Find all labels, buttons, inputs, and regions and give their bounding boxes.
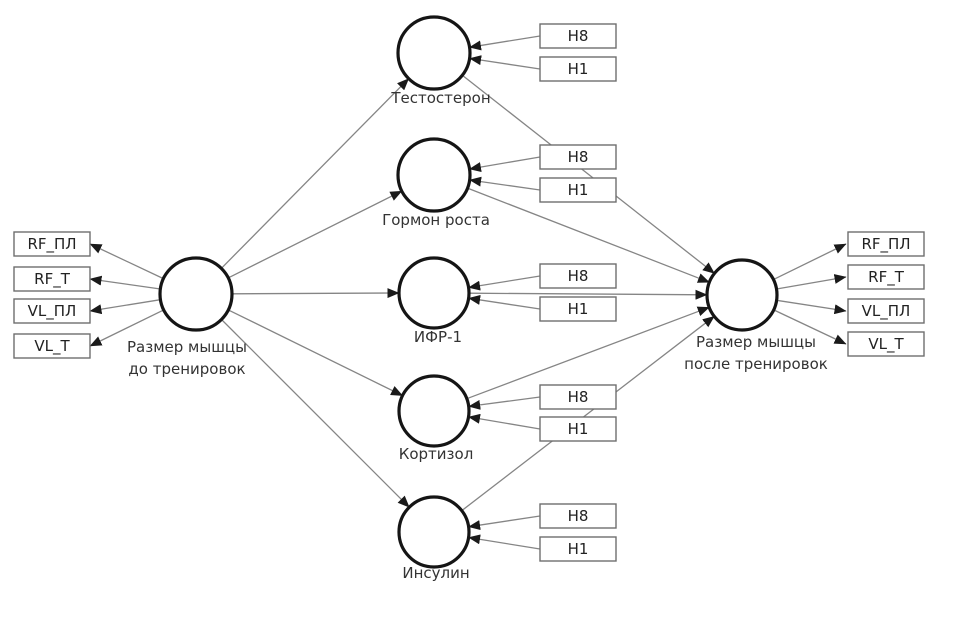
indicator-box — [539, 56, 617, 82]
latent-label-after-line2: после тренировок — [684, 355, 828, 373]
indicator-box — [539, 177, 617, 203]
edges-mediators-endogenous — [461, 74, 715, 512]
indicator-label: Н1 — [568, 60, 589, 78]
indicator-box — [13, 298, 91, 324]
indicator-label: Н1 — [568, 300, 589, 318]
mediator-node-growth-hormone — [396, 137, 472, 213]
indicator-box — [539, 144, 617, 170]
mediator-node-insulin — [397, 495, 471, 569]
indicator-box — [539, 23, 617, 49]
latent-nodes — [158, 15, 779, 569]
indicator-box — [539, 416, 617, 442]
indicator-label: Н8 — [568, 27, 589, 45]
indicator-box — [847, 231, 925, 257]
indicator-box — [539, 536, 617, 562]
arrow-path — [466, 306, 710, 400]
arrow-path — [228, 309, 404, 397]
indicator-label: Н8 — [568, 388, 589, 406]
indicator-label: VL_ПЛ — [28, 302, 77, 321]
indicator-label: Н1 — [568, 181, 589, 199]
arrow-path — [89, 309, 164, 347]
indicator-box — [539, 503, 617, 529]
latent-node-muscle-after — [705, 258, 779, 332]
arrow-path — [469, 156, 541, 172]
arrow-path — [89, 243, 164, 280]
mediator-node-igf1 — [397, 256, 471, 330]
mediator-node-cortisol — [397, 374, 471, 448]
indicator-label: Н1 — [568, 540, 589, 558]
mediator-label-igf1: ИФР-1 — [414, 328, 462, 346]
exogenous-indicator-boxes: RF_ПЛ RF_T VL_ПЛ VL_T — [13, 231, 91, 359]
arrow-path — [468, 275, 541, 291]
indicator-box — [13, 333, 91, 359]
arrow-path — [773, 243, 847, 281]
arrow-path — [468, 515, 541, 531]
arrow-path — [773, 309, 847, 345]
indicator-box — [539, 384, 617, 410]
arrow-path — [776, 299, 847, 315]
mediator-label-cortisol: Кортизол — [399, 445, 474, 463]
indicator-label: VL_ПЛ — [862, 302, 911, 321]
arrow-path — [89, 299, 161, 315]
arrow-path — [468, 534, 541, 550]
arrow-path — [469, 176, 541, 191]
arrow-path — [461, 315, 715, 512]
latent-label-after-line1: Размер мышцы — [696, 333, 816, 351]
mediator-label-growth-hormone: Гормон роста — [382, 211, 490, 229]
mediator-label-testosterone: Тестостерон — [390, 89, 490, 107]
indicator-box — [847, 298, 925, 324]
mediator-label-insulin: Инсулин — [402, 564, 469, 582]
mediator-indicator-boxes: Н8 Н1 Н8 Н1 Н8 Н1 Н8 Н1 Н8 Н1 — [539, 23, 617, 562]
arrow-path — [467, 187, 710, 283]
indicator-label: Н8 — [568, 148, 589, 166]
indicator-box — [539, 296, 617, 322]
arrow-path — [468, 289, 708, 300]
indicator-box — [13, 266, 91, 292]
indicator-label: RF_ПЛ — [861, 235, 910, 254]
latent-label-before-line1: Размер мышцы — [127, 338, 247, 356]
indicator-box — [13, 231, 91, 257]
indicator-box — [847, 331, 925, 357]
edges-hour-indicators — [468, 35, 541, 550]
arrow-path — [469, 55, 541, 70]
node-labels: Тестостерон Гормон роста ИФР-1 Кортизол … — [127, 89, 828, 582]
arrow-path — [468, 413, 541, 430]
arrow-path — [469, 35, 541, 51]
endogenous-indicator-boxes: RF_ПЛ RF_T VL_ПЛ VL_T — [847, 231, 925, 357]
indicator-label: RF_ПЛ — [27, 235, 76, 254]
indicator-label: VL_T — [34, 337, 70, 356]
arrow-path — [89, 275, 161, 290]
arrow-path — [468, 294, 541, 310]
indicator-label: Н1 — [568, 420, 589, 438]
arrow-path — [776, 274, 847, 290]
arrow-path — [227, 190, 403, 279]
latent-node-muscle-before — [158, 256, 234, 332]
edges-exogenous-indicators — [89, 243, 164, 347]
indicator-label: Н8 — [568, 507, 589, 525]
indicator-label: Н8 — [568, 267, 589, 285]
indicator-label: VL_T — [868, 335, 904, 354]
indicator-box — [847, 264, 925, 290]
indicator-label: RF_T — [868, 268, 905, 287]
edges-exogenous-mediators — [220, 78, 410, 508]
arrow-path — [231, 288, 400, 299]
arrow-path — [221, 319, 410, 508]
arrow-path — [220, 78, 410, 269]
mediator-node-testosterone — [396, 15, 472, 91]
arrow-path — [468, 396, 541, 410]
edges-endogenous-indicators — [773, 243, 847, 345]
indicator-box — [539, 263, 617, 289]
arrow-path — [461, 74, 715, 274]
indicator-label: RF_T — [34, 270, 71, 289]
latent-label-before-line2: до тренировок — [128, 360, 245, 378]
